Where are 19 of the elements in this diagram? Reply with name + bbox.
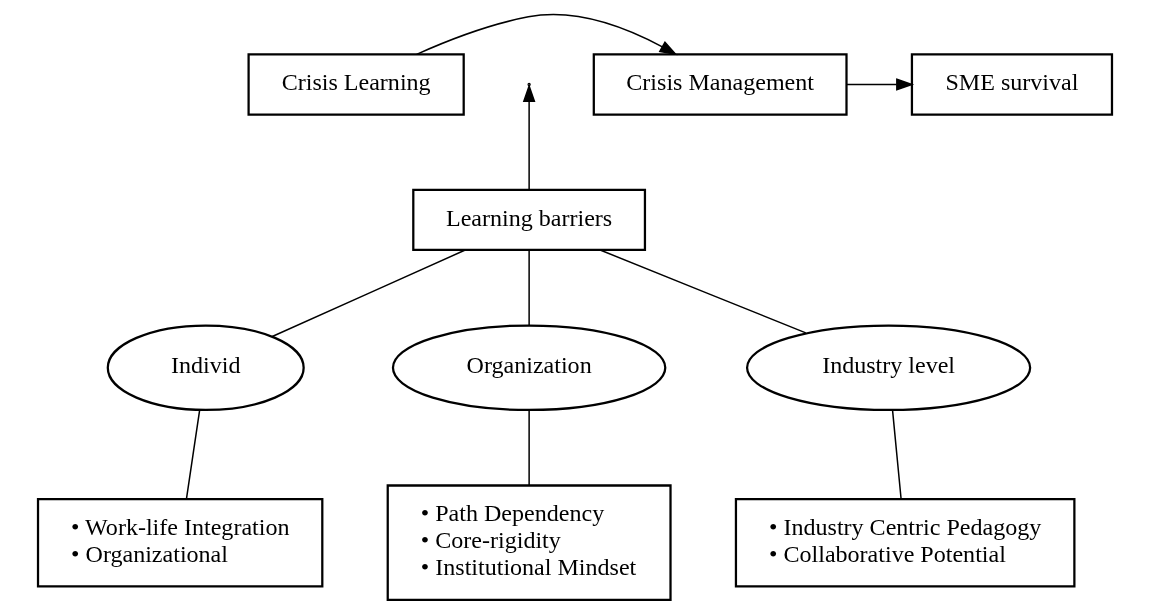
connector: [185, 409, 201, 500]
node-box: Crisis Management: [592, 53, 848, 116]
node-box: Learning barriers: [412, 188, 647, 252]
node-box: • Work-life Integration • Organizational: [36, 497, 324, 588]
arrow: [522, 83, 536, 190]
arrow: [845, 78, 915, 91]
connector: [891, 409, 902, 500]
node-ellipse: Organization: [391, 324, 667, 412]
connector: [528, 409, 530, 487]
connector: [528, 249, 530, 326]
arrow: [415, 13, 678, 56]
connector: [599, 249, 807, 334]
node-ellipse: Individ: [106, 324, 305, 412]
node-box: Crisis Learning: [247, 53, 465, 116]
connector: [271, 249, 466, 338]
node-ellipse: Industry level: [745, 324, 1032, 412]
node-box: • Path Dependency • Core-rigidity • Institutional Mindset: [386, 484, 672, 601]
node-box: SME survival: [910, 53, 1114, 116]
node-box: • Industry Centric Pedagogy • Collaborative Potential: [734, 497, 1076, 588]
